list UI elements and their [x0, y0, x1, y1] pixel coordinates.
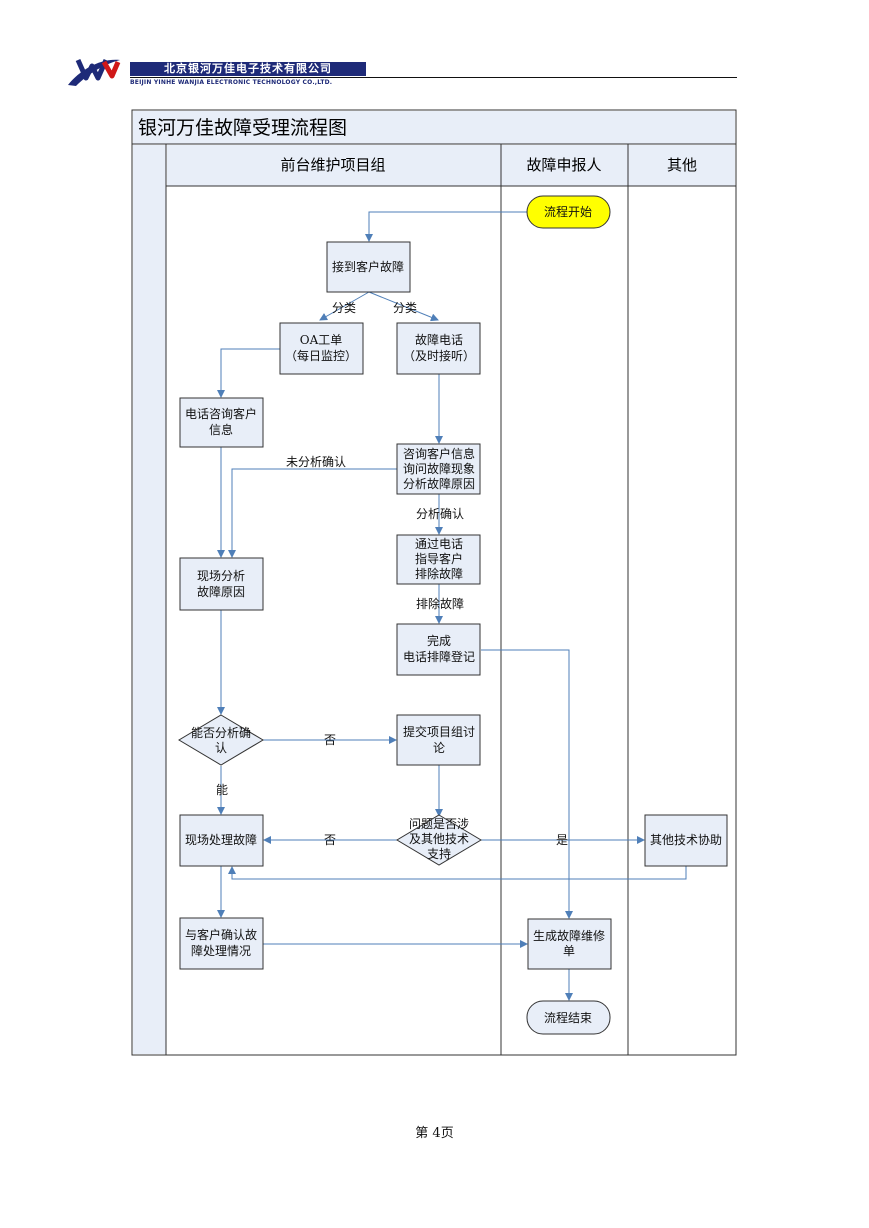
receive-fault-box — [326, 241, 411, 293]
edge-label-troubleshoot: 排除故障 — [416, 596, 464, 611]
lane-header-band — [167, 145, 735, 186]
inquire-analyze-line3: 分析故障原因 — [403, 476, 475, 491]
confirm-with-customer-box — [179, 917, 264, 970]
start-label: 流程开始 — [544, 204, 592, 219]
confirm-with-customer-line2: 障处理情况 — [191, 943, 251, 958]
inquire-analyze-box — [396, 443, 481, 495]
oa-ticket-box — [279, 322, 364, 375]
onsite-analyze-line2: 故障原因 — [197, 584, 245, 599]
submit-discussion-line1: 提交项目组讨 — [403, 724, 475, 739]
inquire-analyze-line2: 询问故障现象 — [403, 461, 475, 476]
edge-label-confirmed: 分析确认 — [416, 507, 464, 521]
left-gutter — [133, 145, 166, 1054]
submit-discussion-line2: 论 — [433, 741, 445, 755]
company-name-cn: 北京银河万佳电子技术有限公司 — [130, 62, 366, 76]
phone-guide-box — [396, 534, 481, 585]
oa-ticket-line1: OA工单 — [300, 333, 343, 347]
receive-fault-label: 接到客户故障 — [332, 259, 404, 274]
can-confirm-line1: 能否分析确 — [191, 726, 251, 740]
phone-guide-line3: 排除故障 — [415, 566, 463, 581]
complete-register-line2: 电话排障登记 — [403, 649, 475, 664]
fault-phone-box — [396, 322, 481, 375]
onsite-handle-label: 现场处理故障 — [185, 832, 257, 847]
document-header: 北京银河万佳电子技术有限公司 BEIJIN YINHE WANJIA ELECT… — [0, 0, 869, 100]
involve-other-line1: 问题是否涉 — [409, 817, 469, 831]
edge-label-classify-right: 分类 — [393, 301, 417, 315]
company-logo — [68, 58, 121, 86]
end-label: 流程结束 — [544, 1010, 592, 1025]
consult-customer-line1: 电话咨询客户 — [185, 406, 257, 421]
edge-label-yes-other: 是 — [556, 833, 568, 847]
involve-other-line2: 及其他技术 — [409, 832, 469, 846]
diagram-title: 银河万佳故障受理流程图 — [138, 117, 347, 139]
consult-customer-box — [179, 397, 264, 448]
involve-other-decision — [396, 814, 482, 866]
start-terminal — [526, 195, 611, 229]
consult-customer-line2: 信息 — [209, 422, 233, 437]
edge-label-no-submit: 否 — [324, 733, 336, 747]
lane-reporter: 故障申报人 — [526, 156, 601, 174]
generate-ticket-line2: 单 — [563, 944, 575, 958]
involve-other-line3: 支持 — [427, 846, 451, 861]
edge-label-no-onsite: 否 — [324, 833, 336, 847]
lane-other: 其他 — [667, 156, 697, 174]
header-rule — [130, 77, 737, 78]
fault-phone-line1: 故障电话 — [415, 332, 463, 347]
fault-phone-line2: （及时接听） — [403, 348, 475, 363]
onsite-analyze-box — [179, 557, 264, 611]
onsite-analyze-line1: 现场分析 — [197, 569, 245, 583]
can-confirm-decision — [178, 714, 264, 766]
connectors — [217, 211, 687, 1001]
other-support-label: 其他技术协助 — [650, 832, 722, 847]
oa-ticket-line2: （每日监控） — [285, 348, 357, 363]
can-confirm-line2: 认 — [215, 741, 227, 755]
other-support-box — [644, 814, 728, 867]
confirm-with-customer-line1: 与客户确认故 — [185, 927, 257, 942]
company-name-en: BEIJIN YINHE WANJIA ELECTRONIC TECHNOLOG… — [130, 79, 333, 86]
page-number: 第 4页 — [415, 1126, 454, 1141]
generate-ticket-line1: 生成故障维修 — [533, 928, 605, 943]
title-band — [133, 111, 735, 144]
generate-ticket-box — [527, 918, 612, 970]
inquire-analyze-line1: 咨询客户信息 — [403, 446, 475, 461]
phone-guide-line1: 通过电话 — [415, 537, 463, 551]
edge-label-yes-can: 能 — [216, 783, 228, 797]
phone-guide-line2: 指导客户 — [415, 551, 463, 566]
edge-label-not-confirmed: 未分析确认 — [286, 455, 346, 469]
end-terminal — [526, 1000, 611, 1035]
submit-discussion-box — [396, 714, 481, 766]
complete-register-line1: 完成 — [427, 633, 451, 648]
onsite-handle-box — [179, 814, 264, 867]
lane-frontdesk: 前台维护项目组 — [280, 156, 385, 174]
complete-register-box — [396, 623, 481, 676]
edge-label-classify-left: 分类 — [332, 301, 356, 315]
